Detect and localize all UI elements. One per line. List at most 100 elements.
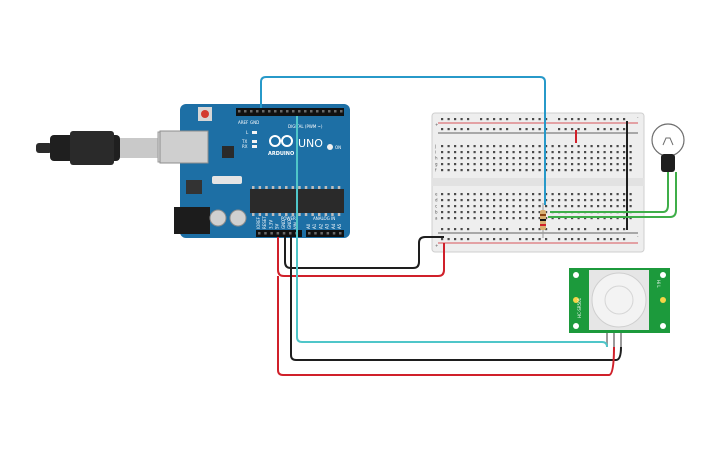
breadboard-hole[interactable] xyxy=(532,145,535,148)
rail-hole[interactable] xyxy=(441,228,444,231)
breadboard-hole[interactable] xyxy=(629,199,632,202)
breadboard-hole[interactable] xyxy=(551,217,554,220)
rail-hole[interactable] xyxy=(584,228,587,231)
rail-hole[interactable] xyxy=(538,238,541,241)
breadboard-hole[interactable] xyxy=(525,193,528,196)
breadboard-hole[interactable] xyxy=(525,205,528,208)
breadboard-hole[interactable] xyxy=(577,169,580,172)
breadboard-hole[interactable] xyxy=(460,217,463,220)
rail-hole[interactable] xyxy=(610,128,613,131)
breadboard-hole[interactable] xyxy=(577,205,580,208)
rail-hole[interactable] xyxy=(532,238,535,241)
breadboard-hole[interactable] xyxy=(506,169,509,172)
breadboard-hole[interactable] xyxy=(577,193,580,196)
breadboard-hole[interactable] xyxy=(467,217,470,220)
breadboard-hole[interactable] xyxy=(525,169,528,172)
breadboard-hole[interactable] xyxy=(597,169,600,172)
breadboard-hole[interactable] xyxy=(519,193,522,196)
rail-hole[interactable] xyxy=(564,228,567,231)
breadboard-hole[interactable] xyxy=(525,163,528,166)
rail-hole[interactable] xyxy=(597,228,600,231)
breadboard-hole[interactable] xyxy=(597,151,600,154)
rail-hole[interactable] xyxy=(610,238,613,241)
breadboard-hole[interactable] xyxy=(525,211,528,214)
breadboard-hole[interactable] xyxy=(447,211,450,214)
pir-pot-1[interactable] xyxy=(573,297,579,303)
rail-hole[interactable] xyxy=(454,238,457,241)
breadboard-hole[interactable] xyxy=(480,205,483,208)
power-pin[interactable] xyxy=(270,232,273,235)
breadboard-hole[interactable] xyxy=(499,199,502,202)
breadboard-hole[interactable] xyxy=(577,199,580,202)
digital-pin[interactable] xyxy=(316,110,319,113)
breadboard-hole[interactable] xyxy=(441,163,444,166)
breadboard-hole[interactable] xyxy=(467,211,470,214)
breadboard-hole[interactable] xyxy=(538,151,541,154)
breadboard-hole[interactable] xyxy=(564,199,567,202)
breadboard-hole[interactable] xyxy=(473,193,476,196)
breadboard-hole[interactable] xyxy=(480,199,483,202)
rail-hole[interactable] xyxy=(506,118,509,121)
rail-hole[interactable] xyxy=(545,128,548,131)
breadboard-hole[interactable] xyxy=(473,199,476,202)
breadboard-hole[interactable] xyxy=(610,193,613,196)
breadboard-hole[interactable] xyxy=(610,151,613,154)
breadboard-hole[interactable] xyxy=(545,211,548,214)
breadboard-hole[interactable] xyxy=(623,157,626,160)
breadboard-hole[interactable] xyxy=(473,157,476,160)
breadboard-hole[interactable] xyxy=(460,145,463,148)
breadboard-hole[interactable] xyxy=(441,217,444,220)
breadboard-hole[interactable] xyxy=(610,205,613,208)
digital-pin[interactable] xyxy=(334,110,337,113)
breadboard-hole[interactable] xyxy=(486,157,489,160)
breadboard-hole[interactable] xyxy=(512,205,515,208)
breadboard-hole[interactable] xyxy=(551,157,554,160)
rail-hole[interactable] xyxy=(519,118,522,121)
breadboard-hole[interactable] xyxy=(597,217,600,220)
rail-hole[interactable] xyxy=(467,228,470,231)
rail-hole[interactable] xyxy=(525,128,528,131)
breadboard-hole[interactable] xyxy=(597,199,600,202)
rail-hole[interactable] xyxy=(493,238,496,241)
breadboard-hole[interactable] xyxy=(564,151,567,154)
rail-hole[interactable] xyxy=(623,128,626,131)
breadboard-hole[interactable] xyxy=(564,145,567,148)
rail-hole[interactable] xyxy=(467,118,470,121)
breadboard-hole[interactable] xyxy=(512,169,515,172)
rail-hole[interactable] xyxy=(577,228,580,231)
breadboard-hole[interactable] xyxy=(512,199,515,202)
breadboard-hole[interactable] xyxy=(486,211,489,214)
rail-hole[interactable] xyxy=(564,118,567,121)
breadboard-hole[interactable] xyxy=(551,151,554,154)
breadboard-hole[interactable] xyxy=(460,163,463,166)
rail-hole[interactable] xyxy=(480,228,483,231)
breadboard-hole[interactable] xyxy=(532,217,535,220)
digital-pin[interactable] xyxy=(322,110,325,113)
breadboard-hole[interactable] xyxy=(545,169,548,172)
breadboard-hole[interactable] xyxy=(629,169,632,172)
breadboard-hole[interactable] xyxy=(499,205,502,208)
breadboard-hole[interactable] xyxy=(610,157,613,160)
breadboard-hole[interactable] xyxy=(447,145,450,148)
rail-hole[interactable] xyxy=(486,238,489,241)
rail-hole[interactable] xyxy=(610,118,613,121)
breadboard-hole[interactable] xyxy=(441,145,444,148)
breadboard-hole[interactable] xyxy=(623,169,626,172)
breadboard-hole[interactable] xyxy=(447,163,450,166)
rail-hole[interactable] xyxy=(571,128,574,131)
rail-hole[interactable] xyxy=(447,128,450,131)
breadboard-hole[interactable] xyxy=(558,163,561,166)
rail-hole[interactable] xyxy=(506,128,509,131)
analog-pin[interactable] xyxy=(326,232,330,235)
rail-hole[interactable] xyxy=(441,128,444,131)
rail-hole[interactable] xyxy=(538,118,541,121)
breadboard-hole[interactable] xyxy=(447,157,450,160)
breadboard-hole[interactable] xyxy=(441,151,444,154)
breadboard-hole[interactable] xyxy=(460,193,463,196)
breadboard-hole[interactable] xyxy=(447,205,450,208)
rail-hole[interactable] xyxy=(584,238,587,241)
power-pin[interactable] xyxy=(264,232,267,235)
breadboard-hole[interactable] xyxy=(545,163,548,166)
rail-hole[interactable] xyxy=(519,228,522,231)
rail-hole[interactable] xyxy=(499,118,502,121)
